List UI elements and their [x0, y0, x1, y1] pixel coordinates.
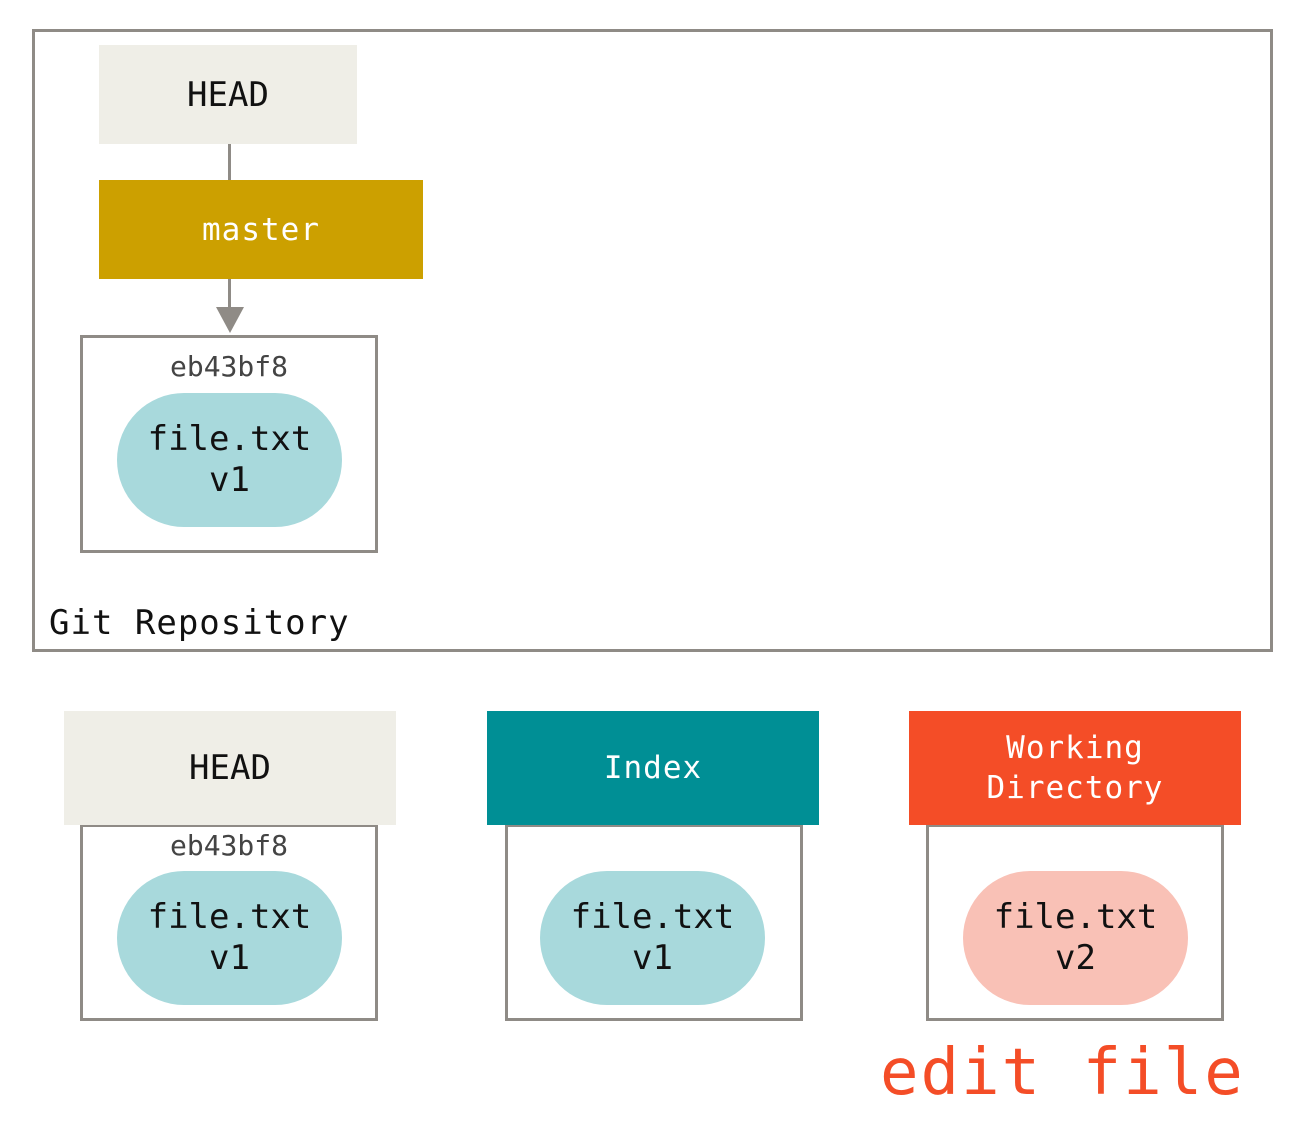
working-directory-title-line2: Directory — [986, 770, 1164, 806]
index-tree-file-name: file.txt — [570, 897, 735, 937]
repo-head-label: HEAD — [187, 74, 269, 115]
index-tree-title: Index — [603, 750, 703, 786]
index-tree-frame — [505, 824, 803, 1021]
head-tree-title: HEAD — [189, 748, 271, 788]
repo-head-ref: HEAD — [99, 45, 357, 144]
index-tree-header: Index — [487, 711, 819, 825]
arrow-down-icon — [216, 307, 244, 333]
working-directory-file-name: file.txt — [993, 897, 1158, 937]
head-tree-frame — [80, 824, 378, 1021]
working-directory-file-blob: file.txt v2 — [963, 871, 1188, 1005]
working-directory-header: Working Directory — [909, 711, 1241, 825]
git-repository-frame — [32, 29, 1273, 652]
head-tree-file-blob: file.txt v1 — [117, 871, 342, 1005]
repo-commit-sha: eb43bf8 — [169, 350, 288, 383]
master-branch-ref: master — [99, 180, 423, 279]
repo-commit-file-blob: file.txt v1 — [117, 393, 342, 527]
head-to-master-connector — [228, 144, 231, 180]
index-tree-file-blob: file.txt v1 — [540, 871, 765, 1005]
head-tree-sha: eb43bf8 — [169, 829, 288, 862]
branch-to-commit-arrow — [228, 279, 231, 311]
head-tree-file-name: file.txt — [147, 897, 312, 937]
repo-commit-box — [80, 335, 378, 553]
repo-commit-file-name: file.txt — [147, 419, 312, 459]
head-tree-header: HEAD — [64, 711, 396, 825]
repo-commit-file-version: v1 — [209, 460, 250, 500]
master-branch-label: master — [202, 211, 320, 248]
working-directory-file-version: v2 — [1055, 938, 1096, 978]
git-repository-label: Git Repository — [49, 603, 350, 643]
head-tree-file-version: v1 — [209, 938, 250, 978]
working-directory-frame — [926, 824, 1224, 1021]
working-directory-title-line1: Working — [1006, 730, 1144, 766]
index-tree-file-version: v1 — [632, 938, 673, 978]
edit-file-action-label: edit file — [880, 1036, 1245, 1110]
